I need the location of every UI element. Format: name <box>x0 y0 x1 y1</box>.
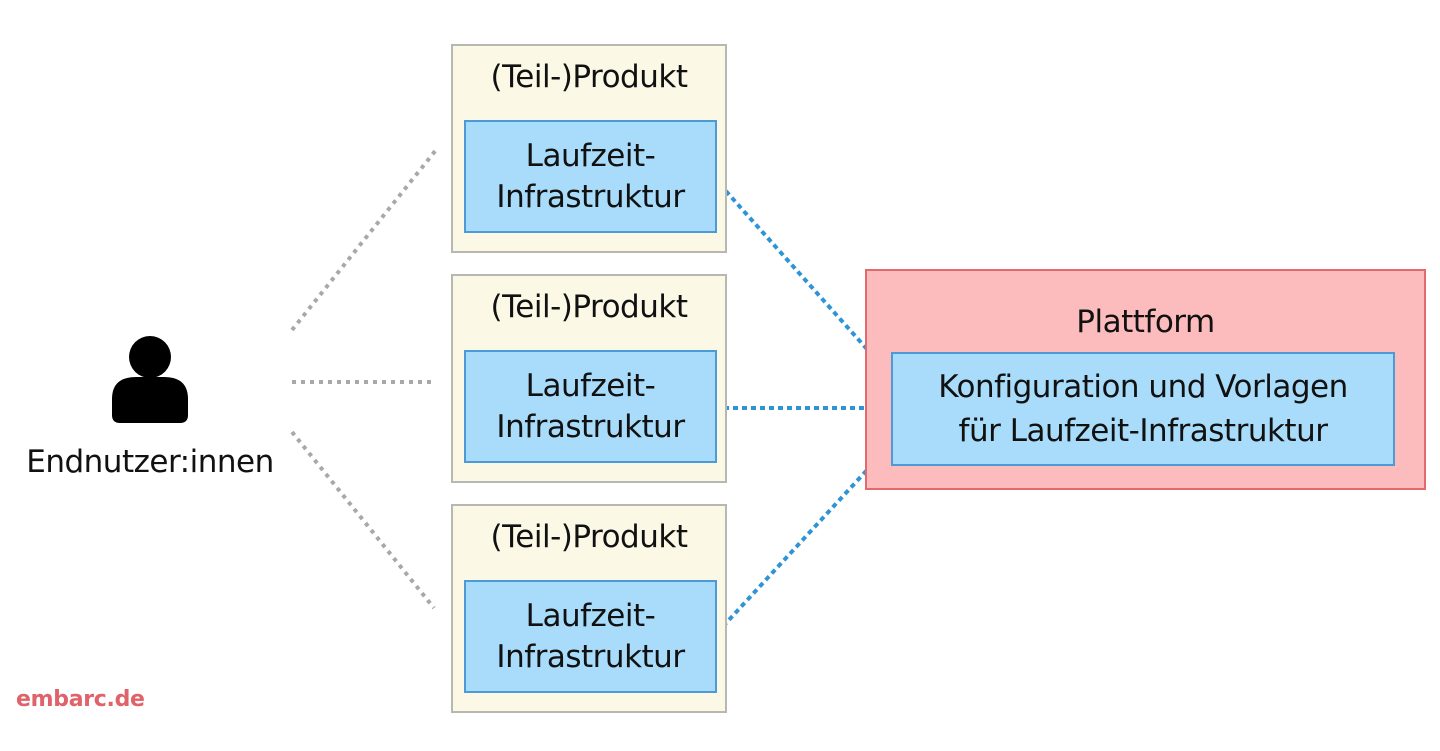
runtime-label-2-line1: Laufzeit- <box>525 367 656 404</box>
arrow-to-runtime-top <box>716 180 893 378</box>
runtime-infrastructure-2: Laufzeit- Infrastruktur <box>464 350 717 463</box>
product-title-3: (Teil-)Produkt <box>490 519 688 555</box>
arrow-to-runtime-bottom <box>716 442 893 634</box>
config-label-line1: Konfiguration und Vorlagen <box>938 369 1348 405</box>
product-box-3: (Teil-)Produkt Laufzeit- Infrastruktur <box>451 504 727 713</box>
runtime-label-3-line2: Infrastruktur <box>496 638 685 675</box>
runtime-label-3-line1: Laufzeit- <box>525 597 656 634</box>
product-title-1: (Teil-)Produkt <box>490 59 688 95</box>
product-title-2: (Teil-)Produkt <box>490 289 688 325</box>
person-icon <box>112 336 188 423</box>
user-link-bottom <box>290 430 436 610</box>
runtime-label-1-line2: Infrastruktur <box>496 178 685 215</box>
product-box-2: (Teil-)Produkt Laufzeit- Infrastruktur <box>451 274 727 483</box>
brand-logo-text: embarc.de <box>16 687 145 712</box>
end-users-label: Endnutzer:innen <box>26 444 274 480</box>
configuration-templates-box: Konfiguration und Vorlagen für Laufzeit-… <box>891 352 1395 466</box>
product-box-1: (Teil-)Produkt Laufzeit- Infrastruktur <box>451 44 727 253</box>
user-link-top <box>290 148 438 332</box>
platform-box: Plattform Konfiguration und Vorlagen für… <box>865 269 1426 490</box>
runtime-label-2-line2: Infrastruktur <box>496 408 685 445</box>
platform-title: Plattform <box>1076 304 1215 340</box>
runtime-infrastructure-3: Laufzeit- Infrastruktur <box>464 580 717 693</box>
config-label-line2: für Laufzeit-Infrastruktur <box>958 413 1328 449</box>
runtime-label-1-line1: Laufzeit- <box>525 137 656 174</box>
runtime-infrastructure-1: Laufzeit- Infrastruktur <box>464 120 717 233</box>
